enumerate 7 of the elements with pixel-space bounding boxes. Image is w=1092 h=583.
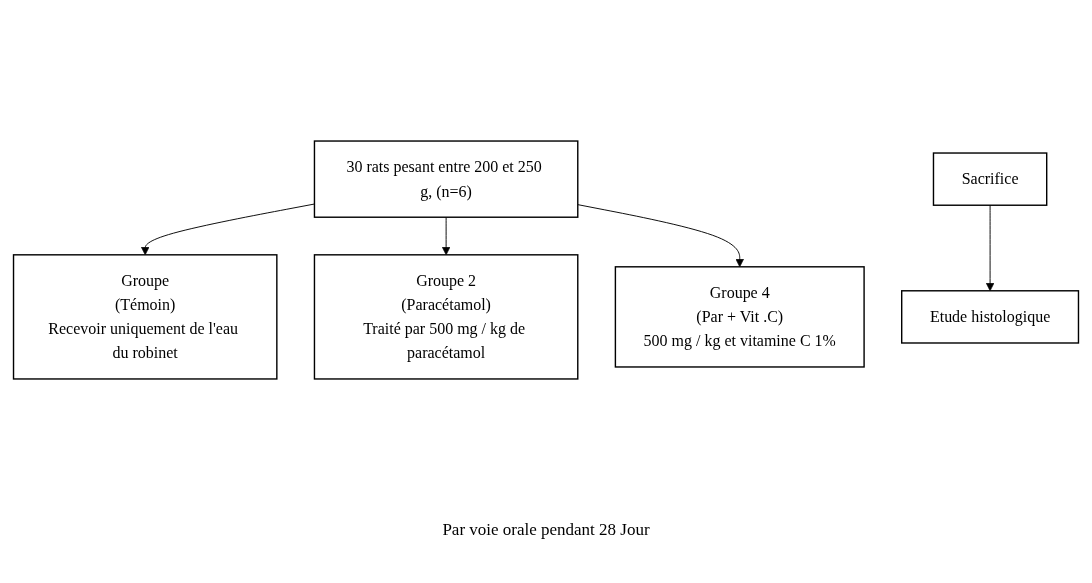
node-box: Groupe 4 (Par + Vit .C) 500 mg / kg et vitamine C 1% xyxy=(614,266,865,368)
note-text: Par voie orale pendant 28 Jour xyxy=(442,520,650,540)
node-box: Sacrifice xyxy=(932,152,1048,206)
node-box: Groupe 2 (Paracétamol) Traité par 500 mg / kg de paracétamol xyxy=(313,254,579,380)
node-box: Etude histologique xyxy=(901,290,1080,344)
node-box: Groupe (Témoin) Recevoir uniquement de l'eau du robinet xyxy=(12,254,278,380)
node-box: 30 rats pesant entre 200 et 250 g, (n=6) xyxy=(313,140,579,218)
